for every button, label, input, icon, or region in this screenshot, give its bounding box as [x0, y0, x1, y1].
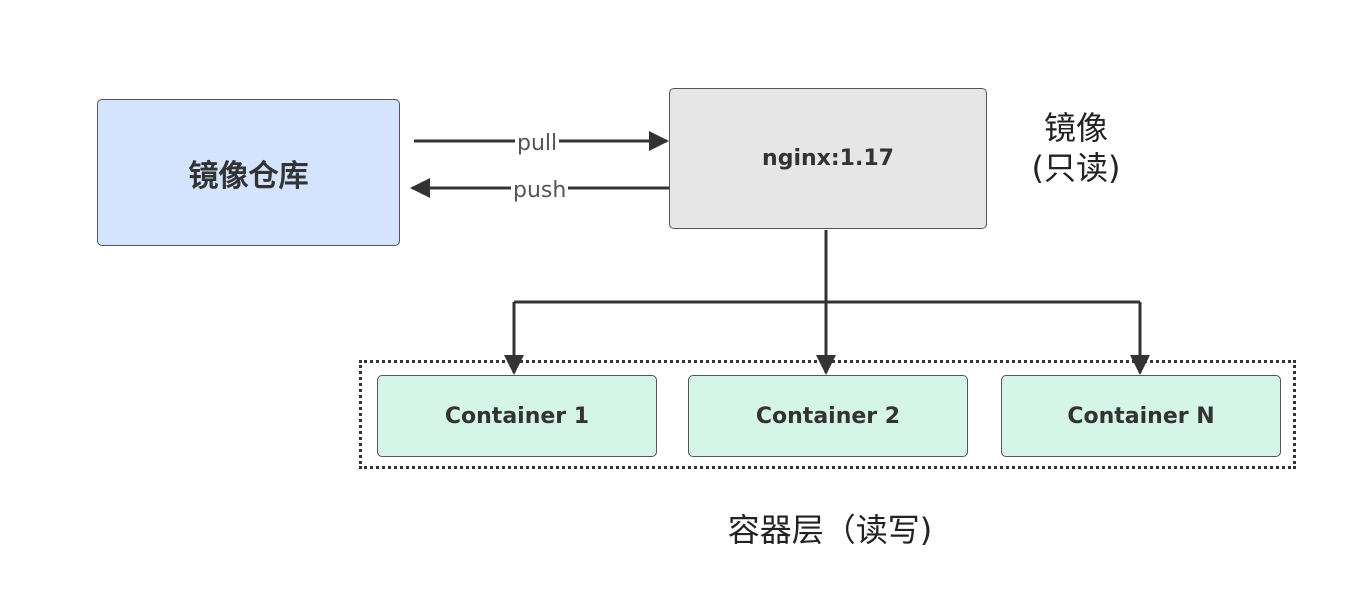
container-box-1: Container 1	[377, 375, 657, 457]
image-caption: 镜像 (只读)	[1016, 108, 1136, 188]
pull-label: pull	[515, 131, 560, 157]
image-box: nginx:1.17	[669, 88, 987, 229]
container-box-2: Container 2	[688, 375, 968, 457]
image-caption-title: 镜像	[1043, 109, 1108, 147]
container-box-n: Container N	[1001, 375, 1281, 457]
container-layer-group	[359, 360, 1296, 469]
push-label: push	[511, 178, 569, 204]
container-layer-caption: 容器层（读写)	[727, 511, 933, 549]
image-caption-note: (只读)	[1031, 149, 1121, 187]
registry-box: 镜像仓库	[97, 99, 400, 246]
